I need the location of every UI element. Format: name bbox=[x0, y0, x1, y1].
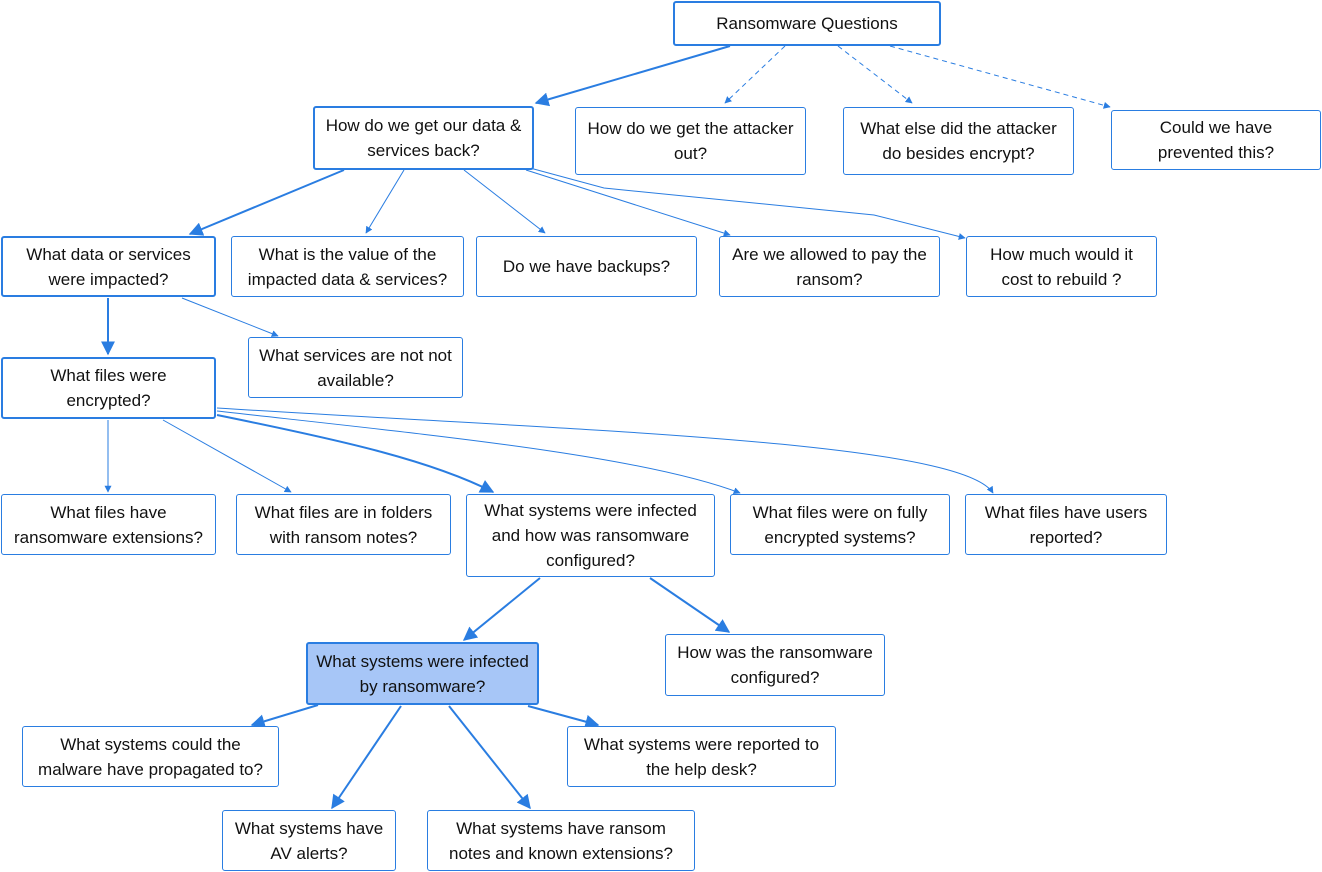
edge-data-back-to-pay-ransom bbox=[525, 169, 731, 237]
edge-root-to-attacker-out bbox=[724, 45, 786, 104]
edge-infected-systems-to-notes-extensions bbox=[448, 705, 531, 810]
edge-data-back-to-value bbox=[365, 169, 405, 234]
edge-root-to-attacker-else bbox=[837, 45, 913, 104]
edge-files-encrypted-to-ransom-notes-folders bbox=[162, 419, 292, 493]
node-files-encrypted: What files were encrypted? bbox=[1, 357, 216, 419]
edge-files-encrypted-to-fully-encrypted bbox=[216, 410, 741, 495]
node-ransom-extensions: What files have ransomware extensions? bbox=[1, 494, 216, 555]
node-ransomware-questions: Ransomware Questions bbox=[673, 1, 941, 46]
node-backups: Do we have backups? bbox=[476, 236, 697, 297]
node-attacker-out: How do we get the attacker out? bbox=[575, 107, 806, 175]
edge-infected-systems-to-av-alerts bbox=[331, 705, 402, 810]
node-pay-ransom: Are we allowed to pay the ransom? bbox=[719, 236, 940, 297]
edge-systems-configured-to-infected-systems bbox=[462, 577, 541, 641]
edge-infected-systems-to-propagated bbox=[250, 704, 319, 729]
node-av-alerts: What systems have AV alerts? bbox=[222, 810, 396, 871]
node-how-configured: How was the ransomware configured? bbox=[665, 634, 885, 696]
node-services-unavailable: What services are not not available? bbox=[248, 337, 463, 398]
node-propagated: What systems could the malware have prop… bbox=[22, 726, 279, 787]
edge-root-to-data-back bbox=[534, 45, 731, 107]
edge-root-to-prevented bbox=[889, 45, 1111, 109]
node-systems-configured: What systems were infected and how was r… bbox=[466, 494, 715, 577]
edge-data-back-to-backups bbox=[463, 169, 546, 234]
node-attacker-else: What else did the attacker do besides en… bbox=[843, 107, 1074, 175]
node-users-reported: What files have users reported? bbox=[965, 494, 1167, 555]
node-impacted: What data or services were impacted? bbox=[1, 236, 216, 297]
node-rebuild-cost: How much would it cost to rebuild ? bbox=[966, 236, 1157, 297]
node-prevented: Could we have prevented this? bbox=[1111, 110, 1321, 170]
node-fully-encrypted: What files were on fully encrypted syste… bbox=[730, 494, 950, 555]
node-help-desk: What systems were reported to the help d… bbox=[567, 726, 836, 787]
edge-infected-systems-to-help-desk bbox=[527, 705, 600, 729]
edge-impacted-to-services-unavailable bbox=[181, 297, 279, 337]
node-ransom-notes-folders: What files are in folders with ransom no… bbox=[236, 494, 451, 555]
node-notes-extensions: What systems have ransom notes and known… bbox=[427, 810, 695, 871]
node-data-back: How do we get our data & services back? bbox=[313, 106, 534, 170]
edge-systems-configured-to-how-configured bbox=[649, 577, 731, 633]
edge-data-back-to-impacted bbox=[188, 169, 345, 236]
edge-files-encrypted-to-users-reported bbox=[216, 407, 994, 494]
node-infected-systems: What systems were infected by ransomware… bbox=[306, 642, 539, 705]
node-value: What is the value of the impacted data &… bbox=[231, 236, 464, 297]
edge-data-back-to-rebuild-cost bbox=[529, 167, 966, 240]
edge-files-encrypted-to-systems-configured bbox=[216, 414, 495, 493]
